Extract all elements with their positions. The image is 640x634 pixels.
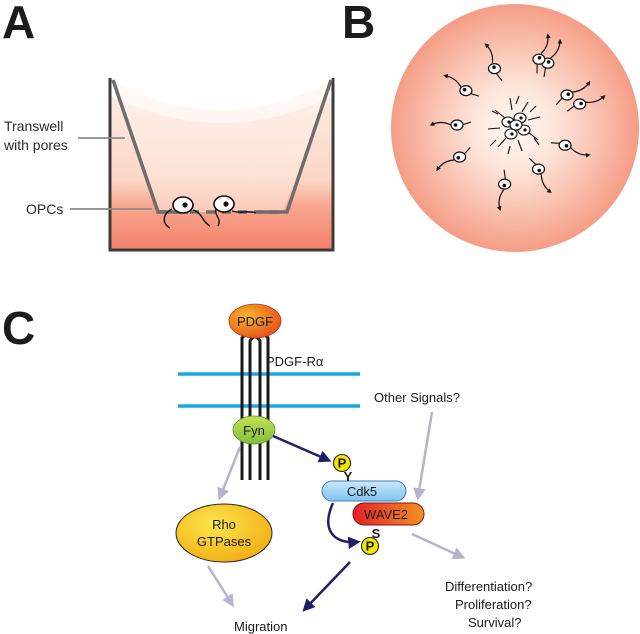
receptor-label: PDGF-Rα [266, 354, 324, 369]
rho-label-line1: Rho [212, 517, 236, 532]
migrating-opc [429, 119, 472, 131]
fyn-to-rho-arrow [217, 446, 242, 501]
cdk5-protein: Cdk5 [321, 480, 407, 502]
wave2-to-migration-arrow [302, 561, 351, 612]
phospho-p-tyrosine: P [338, 456, 347, 471]
opc-cells-transwell [163, 195, 257, 229]
wave2-to-outcomes-arrow [411, 532, 466, 560]
fyn-kinase: Fyn [232, 415, 276, 445]
migrating-opc [443, 73, 480, 97]
receptor-inner-chain [248, 335, 262, 480]
opcs-label-group: OPCs [26, 201, 152, 217]
well-outline [108, 78, 335, 252]
migration-label: Migration [234, 619, 287, 634]
transwell-label-group: Transwell with pores [3, 118, 125, 153]
wave2-protein: WAVE2 [352, 502, 425, 526]
opc-cell [213, 195, 257, 227]
fyn-label: Fyn [243, 423, 265, 438]
migrating-opc [555, 80, 591, 105]
fyn-to-cdk5-arrow [272, 434, 332, 463]
pdgf-label: PDGF [237, 314, 273, 329]
cdk5-to-wave2-arrow [327, 502, 361, 550]
serine-s-label: S [372, 526, 381, 541]
cell-aggregate [487, 95, 541, 155]
panel-c: C PDGF-Rα PDGF Fyn Other Signals? Cdk5 W… [2, 302, 532, 634]
outcome-differentiation: Differentiation? [445, 579, 532, 594]
phospho-badge-tyrosine [332, 453, 352, 473]
migrating-cells [429, 33, 606, 212]
wave2-label: WAVE2 [364, 507, 408, 522]
tyrosine-y-label: Y [344, 469, 353, 484]
opc-cell [163, 196, 211, 229]
migrating-opc [532, 33, 551, 74]
panel-c-letter: C [2, 302, 35, 354]
migrating-opc [528, 157, 552, 193]
rho-label-line2: GTPases [197, 534, 252, 549]
transwell-label-line1: Transwell [4, 118, 63, 134]
panel-a-letter: A [2, 0, 35, 48]
pdgf-ligand: PDGF [228, 303, 282, 339]
panel-b-letter: B [342, 0, 375, 48]
migrating-opc [496, 169, 512, 212]
phospho-p-serine: P [366, 539, 375, 554]
rho-to-migration-arrow [206, 565, 235, 608]
transwell-label-line2: with pores [3, 137, 68, 153]
migrating-opc [484, 43, 503, 82]
other-signals-label: Other Signals? [374, 390, 460, 405]
opcs-label: OPCs [26, 201, 63, 217]
outcome-proliferation: Proliferation? [455, 597, 532, 612]
outcome-survival: Survival? [468, 615, 521, 630]
cdk5-tyrosine-phosphorylation: P Y [332, 453, 353, 484]
rho-gtpases: Rho GTPases [175, 503, 273, 563]
wave2-serine-phosphorylation: S P [360, 526, 381, 556]
other-signals-to-wave2-arrow [413, 411, 434, 501]
phospho-badge-serine [360, 536, 380, 556]
arrows [206, 411, 466, 612]
migrating-opc [550, 139, 591, 158]
panel-a: A Transwell [2, 0, 335, 252]
cdk5-label: Cdk5 [347, 484, 377, 499]
insert-fill [112, 80, 332, 212]
migrating-opc [436, 147, 471, 172]
migrating-opc [566, 94, 606, 112]
panel-b: B [342, 0, 639, 252]
